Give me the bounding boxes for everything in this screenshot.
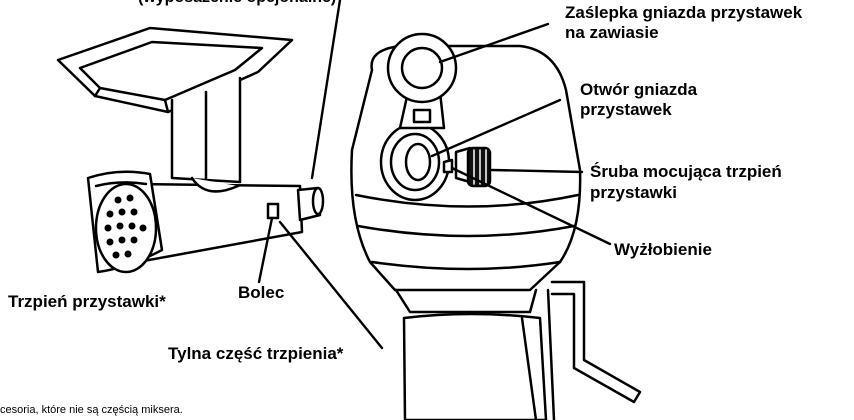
label-shaft: Trzpień przystawki*	[8, 292, 166, 311]
notch	[442, 158, 454, 174]
callout-lines	[257, 0, 612, 350]
mixer-head	[350, 32, 642, 420]
grinder-attachment	[56, 26, 325, 274]
label-pin: Bolec	[238, 283, 285, 302]
pin	[266, 202, 280, 220]
grinder-plate-holes	[104, 194, 147, 259]
label-knob-line1: Śruba mocująca trzpień	[590, 162, 782, 181]
label-hub-cover-line1: Zaślepka gniazda przystawek	[565, 3, 803, 22]
label-top-cut: (wyposażenie opcjonalne)	[138, 0, 336, 8]
label-hub-opening-line1: Otwór gniazda	[580, 80, 698, 99]
label-notch: Wyżłobienie	[614, 240, 712, 259]
label-knob-line2: przystawki	[590, 183, 677, 202]
hub-opening	[404, 142, 432, 182]
footnote: cesoria, które nie są częścią miksera.	[0, 404, 183, 416]
label-shaft-rear: Tylna część trzpienia*	[168, 344, 344, 363]
label-hub-cover-line2: na zawiasie	[565, 23, 659, 42]
label-hub-opening-line2: przystawek	[580, 100, 672, 119]
